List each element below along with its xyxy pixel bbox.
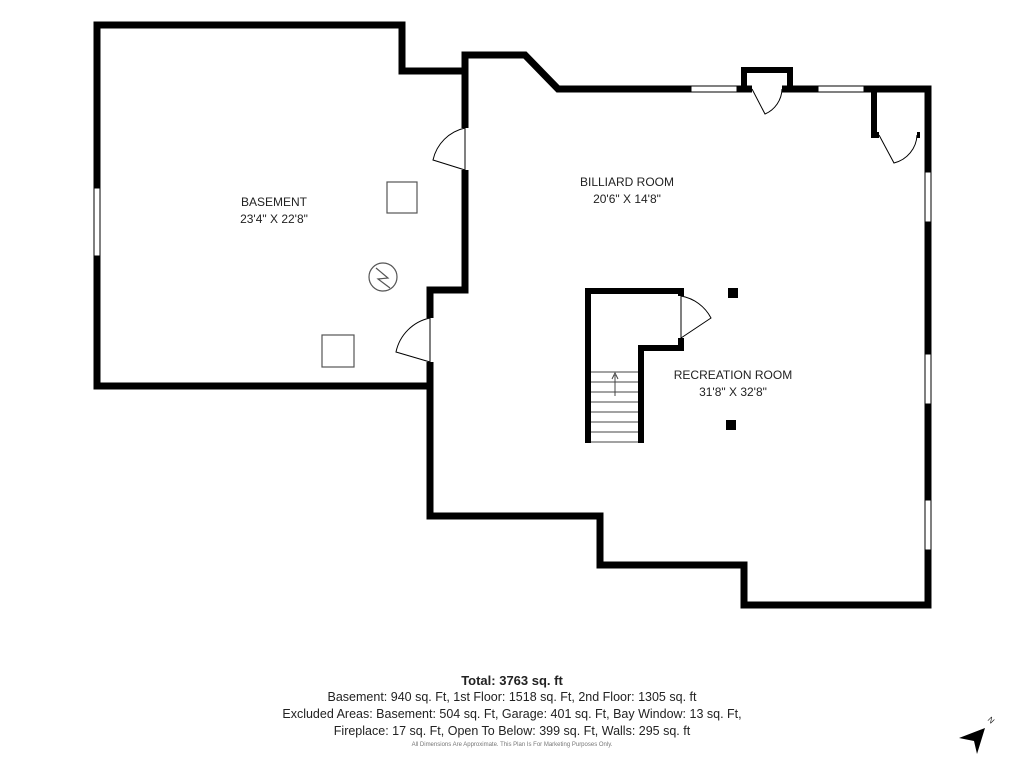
summary-line-2: Excluded Areas: Basement: 504 sq. Ft, Ga… [282, 707, 742, 721]
water-heater-icon [368, 262, 398, 292]
summary-line-3: Fireplace: 17 sq. Ft, Open To Below: 399… [333, 724, 691, 738]
summary-line-1: Basement: 940 sq. Ft, 1st Floor: 1518 sq… [327, 690, 697, 704]
north-arrow-icon: N [959, 715, 997, 754]
compass-label: N [986, 715, 997, 726]
total-area: Total: 3763 sq. ft [461, 673, 563, 688]
door-swing-icon [395, 85, 918, 363]
room-name-billiard: BILLIARD ROOM [580, 175, 674, 189]
stairs-icon [591, 371, 638, 443]
stair-enclosure [585, 288, 684, 443]
window-icon [93, 85, 932, 551]
basement-walls [93, 21, 469, 390]
disclaimer: All Dimensions Are Approximate. This Pla… [411, 742, 613, 748]
room-dims-basement: 23'4" X 22'8" [240, 212, 308, 226]
closet-walls [871, 89, 920, 138]
utility-box [321, 334, 355, 368]
main-walls [426, 51, 932, 609]
fireplace-bump [741, 67, 793, 89]
support-column [726, 420, 736, 430]
room-name-recreation: RECREATION ROOM [674, 368, 792, 382]
room-dims-recreation: 31'8" X 32'8" [699, 385, 767, 399]
area-summary: Total: 3763 sq. ft Basement: 940 sq. Ft,… [0, 672, 1024, 740]
utility-box [386, 181, 418, 214]
room-name-basement: BASEMENT [241, 195, 308, 209]
support-column [728, 288, 738, 298]
room-dims-billiard: 20'6" X 14'8" [593, 192, 661, 206]
